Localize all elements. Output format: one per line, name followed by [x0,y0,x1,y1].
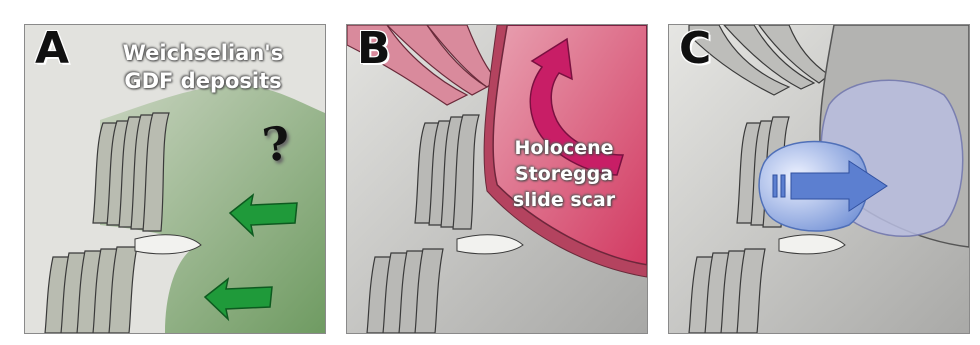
panel-a-caption-line-2: GDF deposits [103,67,303,95]
panel-b-caption-line-2: Storegga [499,161,629,187]
panel-a-caption-line-1: Weichselian's [103,39,303,67]
panel-c: C [668,24,970,334]
lower-ridges [689,249,765,333]
panel-b: B Holocene Storegga slide scar [346,24,648,334]
panel-c-label: C [679,27,711,71]
panel-b-caption-line-3: slide scar [499,187,629,213]
panel-a-label: A [35,27,69,71]
upper-ridges [93,113,169,231]
panel-c-illustration [669,25,969,333]
panel-a: A Weichselian's GDF deposits ? [24,24,326,334]
panel-a-caption: Weichselian's GDF deposits [103,39,303,95]
panel-b-caption: Holocene Storegga slide scar [499,135,629,213]
lower-ridges [45,247,137,333]
panel-b-label: B [357,27,391,71]
upper-ridges [415,115,479,229]
lower-ridges [367,249,443,333]
panel-b-caption-line-1: Holocene [499,135,629,161]
